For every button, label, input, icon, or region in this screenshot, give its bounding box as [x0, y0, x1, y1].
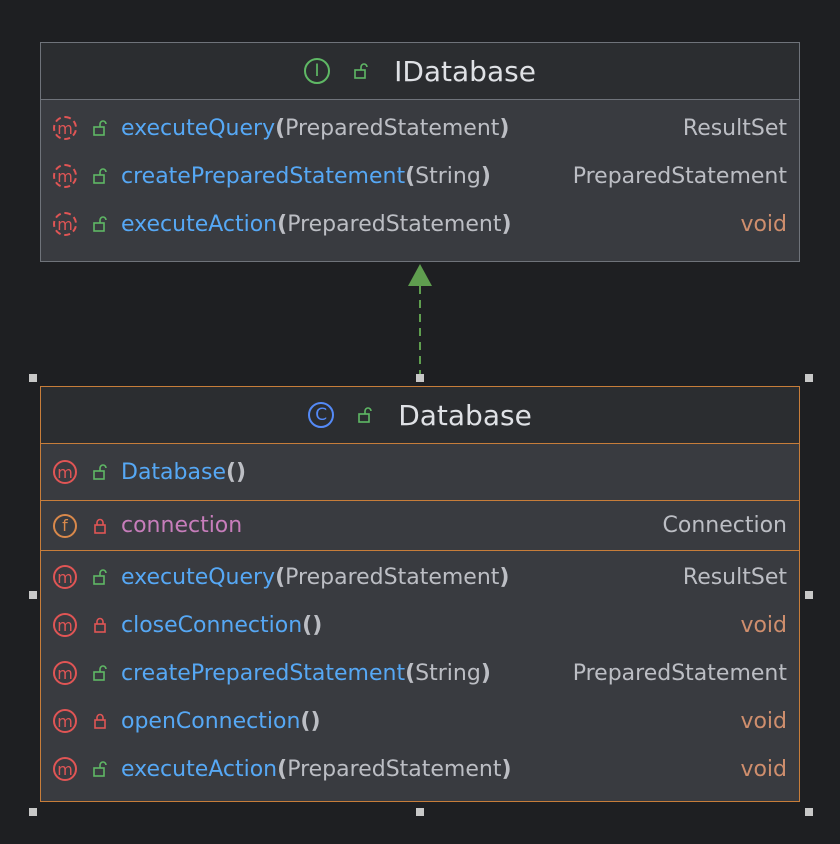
method-params: PreparedStatement	[287, 211, 502, 237]
public-unlock-icon	[93, 168, 107, 184]
class-method-row[interactable]: m createPreparedStatement(String) Prepar…	[41, 649, 799, 697]
method-name: createPreparedStatement	[121, 163, 406, 189]
method-name: closeConnection	[121, 612, 303, 638]
class-header: C Database	[41, 387, 799, 444]
method-icon: m	[53, 460, 77, 484]
public-unlock-icon	[93, 120, 107, 136]
public-unlock-icon	[93, 464, 107, 480]
interface-method-row[interactable]: m executeAction(PreparedStatement) void	[41, 200, 799, 248]
resize-handle-bottom-right[interactable]	[805, 808, 813, 816]
method-params: String	[415, 660, 481, 686]
close-paren: )	[499, 115, 510, 141]
close-paren: )	[480, 163, 491, 189]
return-type: PreparedStatement	[572, 660, 787, 686]
class-method-row[interactable]: m openConnection() void	[41, 697, 799, 745]
method-icon: m	[53, 565, 77, 589]
close-paren: )	[501, 756, 512, 782]
open-paren: (	[405, 163, 416, 189]
field-row[interactable]: f connection Connection	[41, 501, 799, 550]
field-icon: f	[53, 513, 77, 538]
public-unlock-icon	[358, 407, 372, 423]
abstract-method-icon: m	[53, 164, 77, 188]
return-type: void	[740, 612, 787, 638]
close-paren: )	[499, 564, 510, 590]
private-lock-icon	[93, 518, 107, 534]
close-paren: )	[501, 211, 512, 237]
method-name: executeAction	[121, 211, 278, 237]
method-name: executeQuery	[121, 564, 276, 590]
method-params: PreparedStatement	[285, 115, 500, 141]
resize-handle-top-left[interactable]	[29, 374, 37, 382]
return-type: PreparedStatement	[572, 163, 787, 189]
resize-handle-bottom-left[interactable]	[29, 808, 37, 816]
constructor-name: Database	[121, 459, 226, 485]
class-method-row[interactable]: m closeConnection() void	[41, 601, 799, 649]
interface-icon: I	[304, 58, 331, 84]
constructors-section: m Database()	[41, 444, 799, 501]
return-type: ResultSet	[682, 564, 787, 590]
resize-handle-middle-right[interactable]	[805, 591, 813, 599]
interface-method-row[interactable]: m createPreparedStatement(String) Prepar…	[41, 152, 799, 200]
interface-title: IDatabase	[394, 54, 536, 88]
class-icon: C	[308, 402, 335, 428]
method-name: openConnection	[121, 708, 301, 734]
method-name: executeAction	[121, 756, 278, 782]
open-paren: (	[405, 660, 416, 686]
private-lock-icon	[93, 713, 107, 729]
method-parens: ()	[302, 612, 323, 638]
resize-handle-top-center[interactable]	[416, 374, 424, 382]
method-icon: m	[53, 661, 77, 685]
method-icon: m	[53, 709, 77, 733]
method-params: PreparedStatement	[287, 756, 502, 782]
method-icon: m	[53, 613, 77, 637]
constructor-parens: ()	[225, 459, 247, 485]
return-type: void	[740, 211, 787, 237]
resize-handle-top-right[interactable]	[805, 374, 813, 382]
open-paren: (	[275, 564, 286, 590]
interface-idatabase[interactable]: I IDatabase m executeQuery(PreparedState…	[40, 42, 800, 262]
public-unlock-icon	[93, 761, 107, 777]
method-name: executeQuery	[121, 115, 276, 141]
open-paren: (	[277, 211, 288, 237]
constructor-row[interactable]: m Database()	[41, 444, 799, 500]
class-database[interactable]: C Database m Database() f connection Con…	[40, 386, 800, 802]
class-title: Database	[398, 398, 532, 432]
private-lock-icon	[93, 617, 107, 633]
interface-method-row[interactable]: m executeQuery(PreparedStatement) Result…	[41, 104, 799, 152]
field-type: Connection	[662, 513, 787, 538]
method-parens: ()	[300, 708, 321, 734]
open-paren: (	[275, 115, 286, 141]
public-unlock-icon	[93, 569, 107, 585]
method-params: String	[415, 163, 481, 189]
fields-section: f connection Connection	[41, 501, 799, 551]
method-name: createPreparedStatement	[121, 660, 406, 686]
method-params: PreparedStatement	[285, 564, 500, 590]
return-type: void	[740, 756, 787, 782]
method-icon: m	[53, 757, 77, 781]
class-method-row[interactable]: m executeAction(PreparedStatement) void	[41, 745, 799, 793]
class-method-row[interactable]: m executeQuery(PreparedStatement) Result…	[41, 553, 799, 601]
arrow-head	[408, 264, 432, 286]
public-unlock-icon	[354, 63, 368, 79]
public-unlock-icon	[93, 665, 107, 681]
close-paren: )	[480, 660, 491, 686]
interface-header: I IDatabase	[41, 43, 799, 100]
resize-handle-bottom-center[interactable]	[416, 808, 424, 816]
return-type: ResultSet	[682, 115, 787, 141]
interface-methods: m executeQuery(PreparedStatement) Result…	[41, 100, 799, 252]
resize-handle-middle-left[interactable]	[29, 591, 37, 599]
methods-section: m executeQuery(PreparedStatement) Result…	[41, 551, 799, 793]
field-name: connection	[121, 513, 243, 538]
abstract-method-icon: m	[53, 212, 77, 236]
open-paren: (	[277, 756, 288, 782]
abstract-method-icon: m	[53, 116, 77, 140]
public-unlock-icon	[93, 216, 107, 232]
return-type: void	[740, 708, 787, 734]
